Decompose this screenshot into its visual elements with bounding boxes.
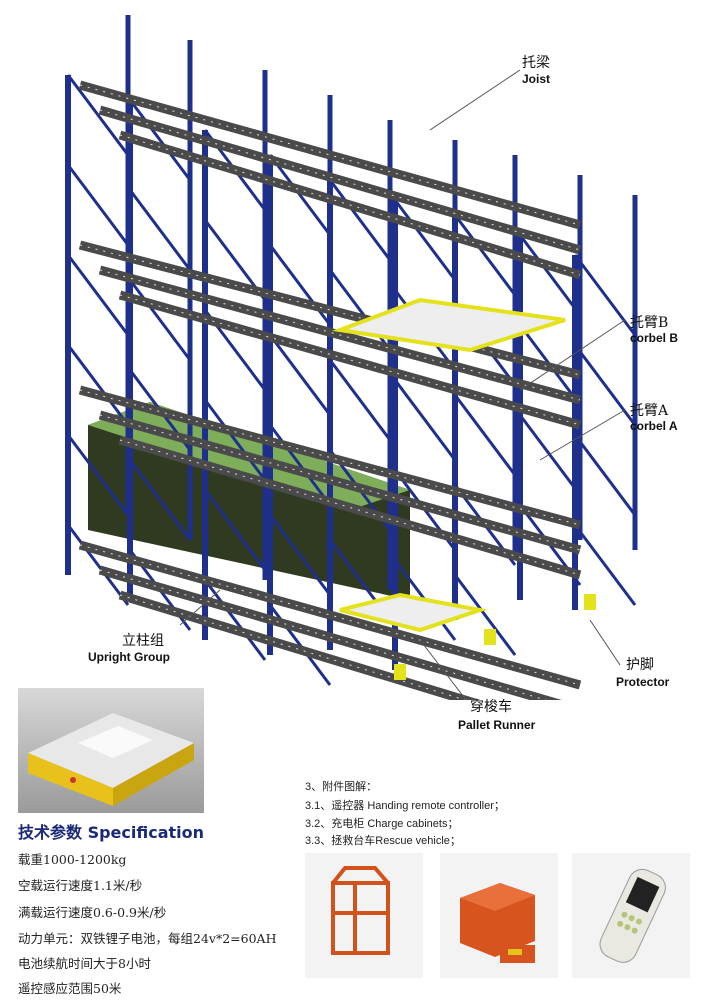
spec-title: 技术参数 Specification	[18, 823, 205, 842]
leader-line	[519, 319, 626, 391]
corbel-b-label-en: corbel B	[630, 331, 679, 345]
shuttle-photo	[18, 688, 204, 813]
bracing	[66, 74, 130, 156]
leader-line	[429, 69, 521, 131]
bracing	[203, 399, 267, 481]
bracing	[268, 154, 332, 236]
joist	[78, 385, 582, 530]
bracing	[128, 189, 192, 271]
upright-label-en: Upright Group	[88, 650, 170, 664]
joist-holes	[99, 269, 581, 401]
bracing	[573, 524, 637, 606]
joist-holes	[79, 544, 581, 686]
bracing	[203, 489, 267, 571]
spec-line: 载重1000-1200kg	[18, 852, 127, 867]
rescue-vehicle-image	[305, 853, 423, 978]
bracing	[268, 244, 332, 326]
leader-line	[589, 619, 621, 666]
bracing	[66, 344, 130, 426]
joist	[118, 290, 582, 430]
bracing	[573, 254, 637, 336]
joist-holes	[79, 84, 581, 226]
leader-line	[419, 639, 467, 700]
bracing	[453, 394, 517, 476]
corbel-a-label-cn: 托臂A	[630, 403, 669, 419]
charge-cabinet-image	[440, 853, 558, 978]
bracing	[66, 254, 130, 336]
bracing	[128, 279, 192, 361]
bracing	[268, 514, 332, 596]
bracing	[393, 379, 457, 461]
bracing	[328, 359, 392, 441]
attachment-item: 3.2、充电柜 Charge cabinets；	[305, 818, 459, 830]
upright-label-cn: 立柱组	[122, 633, 164, 649]
joist-label-en: Joist	[522, 72, 551, 86]
joist-holes	[119, 594, 467, 700]
bracing	[573, 434, 637, 516]
bracing	[518, 234, 582, 316]
bracing	[393, 199, 457, 281]
leader-line	[179, 589, 221, 626]
joist-label-cn: 托梁	[522, 55, 550, 71]
bracing	[573, 344, 637, 426]
joist-holes	[99, 109, 581, 251]
joist	[118, 435, 582, 580]
joist	[98, 565, 562, 700]
attachments-title: 3、附件图解：	[305, 781, 378, 793]
bracing	[453, 214, 517, 296]
bracing	[328, 179, 392, 261]
rack-illustration	[65, 15, 638, 700]
joist-holes	[99, 414, 581, 551]
bracing	[66, 164, 130, 246]
runner-label-en: Pallet Runner	[458, 718, 536, 732]
spec-line: 遥控感应范围50米	[18, 981, 122, 996]
bracing	[268, 424, 332, 506]
leader-line	[539, 409, 626, 461]
bracing	[518, 414, 582, 496]
pallet-runner	[339, 592, 488, 633]
joist-holes	[99, 569, 548, 700]
spec-line: 电池续航时间大于8小时	[18, 956, 151, 971]
joist	[78, 240, 582, 380]
bracing	[268, 334, 332, 416]
runner-label-cn: 穿梭车	[470, 699, 512, 715]
protector	[394, 664, 406, 680]
pallet-runner	[332, 297, 566, 353]
protector-label-en: Protector	[616, 675, 670, 689]
corbel-b-label-cn: 托臂B	[630, 315, 669, 331]
bracing	[66, 524, 130, 606]
bracing	[203, 579, 267, 661]
bracing	[453, 574, 517, 656]
bracing	[128, 99, 192, 181]
bracing	[128, 459, 192, 541]
spec-line: 空载运行速度1.1米/秒	[18, 878, 143, 893]
attachment-item: 3.3、拯救台车Rescue vehicle；	[305, 835, 461, 847]
spec-line: 动力单元：双铁锂子电池，每组24v*2=60AH	[18, 931, 277, 946]
protector	[484, 629, 496, 645]
remote-controller-image	[572, 853, 690, 978]
protector-label-cn: 护脚	[626, 657, 654, 673]
attachment-item: 3.1、遥控器 Handing remote controller；	[305, 800, 505, 812]
joist-holes	[119, 134, 581, 276]
protector	[584, 594, 596, 610]
bracing	[66, 434, 130, 516]
spec-line: 满载运行速度0.6-0.9米/秒	[18, 905, 167, 920]
corbel-a-label-en: corbel A	[630, 419, 678, 433]
